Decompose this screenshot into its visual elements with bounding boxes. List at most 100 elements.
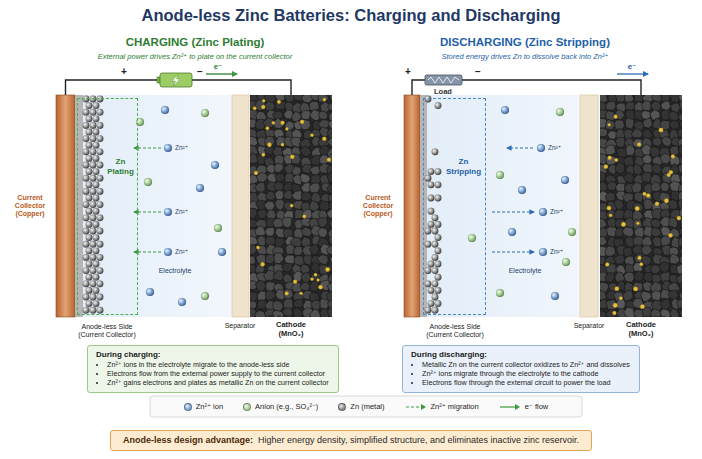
zinc-atom bbox=[435, 181, 442, 188]
zinc-atom bbox=[90, 307, 97, 314]
zinc-atom bbox=[432, 307, 439, 314]
zinc-ion-dot bbox=[262, 99, 265, 102]
zinc-atom bbox=[97, 175, 104, 182]
zinc-ion bbox=[161, 106, 169, 114]
zinc-ion-dot bbox=[310, 134, 313, 137]
mno2-grain bbox=[607, 182, 618, 191]
mno2-grain bbox=[600, 172, 606, 183]
zinc-atom bbox=[86, 208, 93, 215]
zinc-atom bbox=[428, 300, 435, 307]
part-label: Anode-less Side (Current Collector) bbox=[71, 323, 143, 339]
zinc-atom bbox=[86, 142, 93, 149]
zinc-atom bbox=[83, 254, 90, 261]
zinc-ion-dot bbox=[272, 121, 275, 124]
zinc-ion bbox=[146, 288, 154, 296]
zinc-ion-dot bbox=[668, 233, 672, 237]
mno2-grain bbox=[319, 201, 330, 212]
mno2-grain bbox=[652, 138, 662, 147]
zinc-ion-dot bbox=[621, 222, 626, 227]
legend-swatch bbox=[243, 403, 251, 411]
legend-item: Zn (metal) bbox=[338, 402, 384, 411]
zinc-ion-dot bbox=[322, 137, 326, 141]
zinc-atom bbox=[83, 228, 90, 235]
mno2-grain bbox=[678, 164, 682, 175]
mno2-grain bbox=[326, 246, 332, 256]
mno2-grain bbox=[615, 218, 625, 228]
zinc-atom bbox=[97, 214, 104, 221]
mno2-grain bbox=[677, 299, 682, 308]
migration-arrow bbox=[492, 251, 534, 252]
zinc-ion bbox=[539, 248, 547, 256]
mno2-grain bbox=[615, 162, 625, 174]
mno2-grain bbox=[650, 110, 661, 120]
zinc-ion bbox=[539, 208, 547, 216]
part-label: Current Collector (Copper) bbox=[356, 194, 400, 218]
zinc-atom bbox=[97, 135, 104, 142]
mno2-grain bbox=[661, 101, 671, 111]
zinc-atom bbox=[93, 168, 100, 175]
zinc-ion bbox=[218, 248, 226, 256]
migration-arrow bbox=[492, 211, 534, 212]
zinc-atom bbox=[428, 261, 435, 268]
mno2-grain bbox=[652, 237, 662, 247]
mno2-grain bbox=[614, 209, 625, 220]
zinc-ion bbox=[508, 228, 516, 236]
mno2-grain bbox=[660, 153, 671, 163]
mno2-grain bbox=[263, 118, 274, 129]
zinc-atom bbox=[90, 96, 97, 103]
mno2-grain bbox=[300, 146, 311, 157]
mno2-grain bbox=[329, 200, 332, 210]
migration-arrow bbox=[134, 147, 161, 148]
bullet-text: Metallic Zn on the current collector oxi… bbox=[422, 360, 630, 369]
mno2-grain bbox=[641, 237, 652, 247]
zinc-atom bbox=[97, 162, 104, 169]
zinc-ion-dot bbox=[281, 143, 284, 146]
zinc-atom bbox=[425, 175, 432, 182]
ion-label: Zn²⁺ bbox=[175, 144, 188, 151]
zinc-atom bbox=[83, 307, 90, 314]
zinc-atom bbox=[83, 175, 90, 182]
mno2-grain bbox=[255, 100, 266, 111]
info-box: During charging:Zn²⁺ ions in the electro… bbox=[87, 345, 339, 393]
mno2-grain bbox=[678, 227, 682, 236]
mno2-grain bbox=[677, 128, 682, 138]
zinc-ion-dot bbox=[615, 286, 619, 290]
zinc-atom bbox=[97, 228, 104, 235]
mno2-grain bbox=[300, 282, 310, 291]
current-collector: Current Collector (Copper) bbox=[404, 95, 420, 317]
mno2-grain bbox=[310, 281, 320, 291]
anion bbox=[496, 289, 504, 297]
mno2-grain bbox=[606, 192, 616, 201]
zinc-atom bbox=[83, 162, 90, 169]
zinc-ion-dot bbox=[281, 121, 285, 125]
zinc-atom bbox=[435, 287, 442, 294]
zinc-ion bbox=[196, 184, 204, 192]
mno2-grain bbox=[633, 203, 644, 212]
mno2-grain bbox=[679, 280, 682, 290]
zinc-ion-dot bbox=[293, 280, 297, 284]
zinc-atom bbox=[425, 280, 432, 287]
ion-label: Zn²⁺ bbox=[550, 248, 563, 255]
zinc-atom bbox=[97, 109, 104, 116]
zinc-atom bbox=[93, 129, 100, 136]
zinc-ion bbox=[551, 292, 559, 300]
electron-arrow bbox=[617, 73, 648, 74]
mno2-grain bbox=[290, 237, 302, 248]
mno2-grain bbox=[275, 100, 286, 110]
mno2-grain bbox=[327, 184, 332, 195]
zinc-atom bbox=[90, 280, 97, 287]
part-label: Zn Plating bbox=[106, 157, 135, 176]
zinc-atom bbox=[90, 162, 97, 169]
mno2-grain bbox=[614, 110, 625, 121]
mno2-grain bbox=[265, 254, 274, 264]
zinc-atom bbox=[86, 287, 93, 294]
current-collector: Current Collector (Copper) bbox=[56, 95, 75, 317]
cathode-particles bbox=[250, 95, 332, 317]
zinc-atom bbox=[435, 195, 442, 202]
mno2-grain bbox=[632, 182, 642, 194]
zinc-atom bbox=[83, 96, 90, 103]
zinc-atom bbox=[83, 241, 90, 248]
mno2-grain bbox=[680, 254, 682, 265]
mno2-grain bbox=[625, 102, 636, 111]
info-box: During discharging:Metallic Zn on the cu… bbox=[402, 345, 640, 393]
